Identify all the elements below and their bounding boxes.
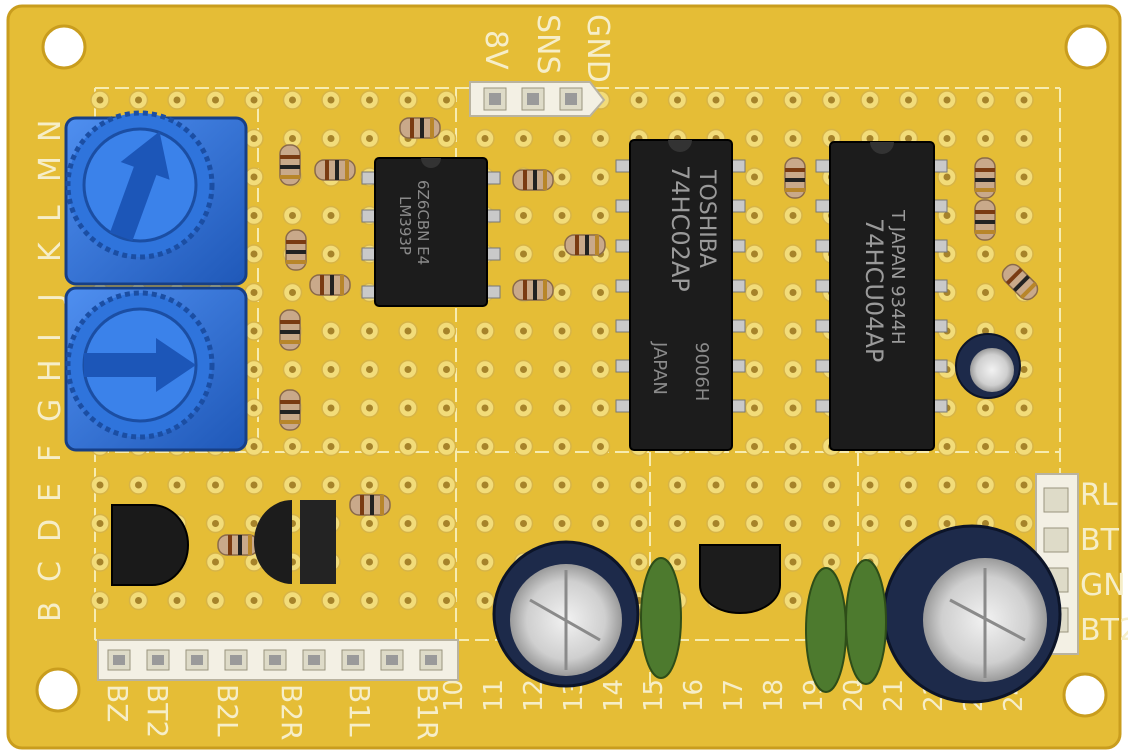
row-letter: K — [33, 241, 68, 262]
bottom-pin-header — [97, 639, 459, 681]
column-number: 18 — [759, 679, 789, 712]
mounting-hole — [1062, 672, 1108, 718]
row-letter: M — [33, 156, 68, 182]
right-connector-labels: RL BT GND BT2 — [1080, 478, 1128, 648]
top-pin-header — [469, 81, 606, 117]
dip-ic-icon: TOSHIBA 74HC02AP 9006H JAPAN — [615, 139, 746, 451]
trimmer-potentiometer-icon — [64, 286, 248, 452]
dip-ic-icon: 6Z6CBN E4 LM393P — [361, 157, 501, 307]
bottom-connector-labels: BZ BT2 B2L B2R B1L B1R — [101, 684, 444, 740]
mounting-hole — [35, 667, 81, 713]
connector-label: BT2 — [141, 684, 174, 738]
row-letter: G — [33, 399, 68, 422]
ic2-marking: 74HC02AP — [666, 165, 694, 292]
resistor-group — [217, 117, 1039, 556]
column-number: 15 — [639, 679, 669, 712]
ic3-marking: 74HCU04AP — [860, 218, 888, 362]
row-letter: J — [33, 293, 68, 304]
connector-label: SNS — [530, 14, 565, 75]
connector-label: BT — [1080, 523, 1120, 558]
capacitor-icon — [882, 524, 1062, 704]
row-letter: L — [33, 205, 68, 222]
capacitor-icon — [640, 557, 682, 679]
trimmer-potentiometer-icon — [64, 110, 248, 286]
row-letter: B — [33, 601, 68, 622]
connector-label: RL — [1080, 478, 1118, 513]
capacitor-icon — [955, 333, 1021, 399]
ic1-marking: LM393P — [396, 196, 414, 255]
connector-label: BT2 — [1080, 613, 1128, 648]
column-number: 11 — [479, 679, 509, 712]
capacitor-icon — [492, 540, 640, 688]
ic3-marking: T JAPAN 9344H — [887, 209, 908, 345]
connector-label: B1R — [411, 684, 444, 740]
connector-label: BZ — [101, 684, 134, 722]
row-letter: E — [33, 483, 68, 502]
column-number: 17 — [719, 679, 749, 712]
transistor-icon — [254, 500, 336, 584]
connector-label: B2R — [275, 684, 308, 740]
row-letter: I — [33, 333, 68, 342]
row-letter: C — [33, 561, 68, 582]
mounting-hole — [41, 24, 87, 70]
row-letter: H — [33, 359, 68, 382]
row-letter: D — [33, 519, 68, 542]
transistor-icon — [699, 544, 781, 614]
transistor-icon — [111, 504, 189, 586]
ic2-marking: 9006H — [691, 342, 712, 401]
column-number: 12 — [519, 679, 549, 712]
connector-label: 8V — [478, 30, 513, 70]
column-number: 14 — [599, 679, 629, 712]
connector-label: GND — [580, 14, 615, 83]
column-number: 21 — [879, 679, 909, 712]
row-letter: F — [33, 445, 68, 462]
ic2-marking: TOSHIBA — [694, 169, 719, 268]
mounting-hole — [1064, 24, 1110, 70]
capacitor-icon — [805, 567, 847, 693]
row-letter: N — [33, 120, 68, 142]
ic2-marking: JAPAN — [649, 341, 670, 395]
dip-ic-icon: T JAPAN 9344H 74HCU04AP — [815, 141, 948, 451]
capacitor-icon — [845, 559, 887, 685]
connector-label: B2L — [211, 684, 244, 737]
row-letter-labels: B C D E F G H I J K L M N — [33, 120, 68, 622]
connector-label: GND — [1080, 568, 1128, 603]
column-number: 16 — [679, 679, 709, 712]
column-number: 10 — [439, 679, 469, 712]
connector-label: B1L — [343, 684, 376, 737]
ic1-marking: 6Z6CBN E4 — [414, 180, 432, 265]
top-connector-labels: 8V SNS GND — [478, 14, 615, 83]
